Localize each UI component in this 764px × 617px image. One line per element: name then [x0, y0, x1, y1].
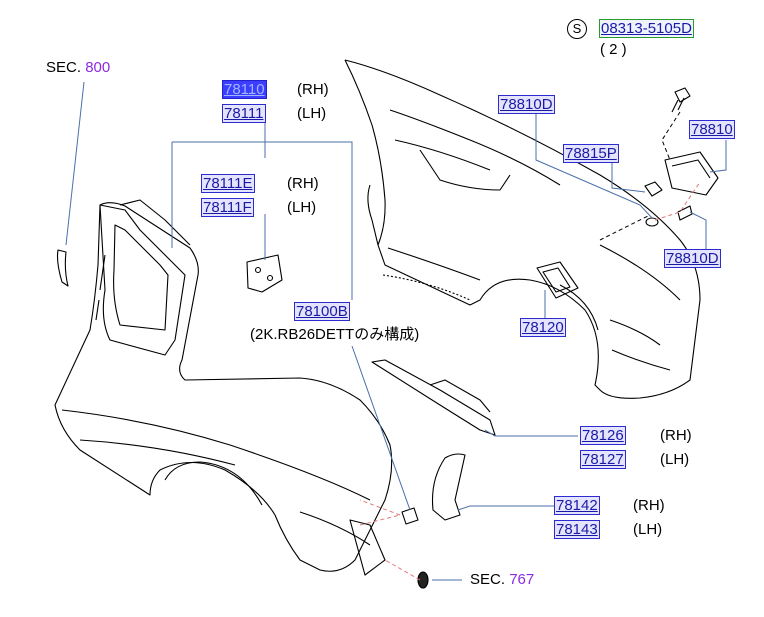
part-number[interactable]: 78100B	[294, 302, 350, 321]
part-link-78110[interactable]: 78110	[222, 80, 267, 99]
part-link-78815p[interactable]: 78815P	[563, 144, 619, 163]
note-78100b: (2K.RB26DETTのみ構成)	[250, 326, 420, 343]
part-link-78111f[interactable]: 78111F	[201, 198, 254, 217]
part-link-78810d-top[interactable]: 78810D	[498, 95, 555, 114]
side-rh: (RH)	[633, 497, 665, 514]
cap-sec-767	[417, 571, 429, 589]
part-number[interactable]: 08313-5105D	[599, 19, 694, 38]
part-number[interactable]: 78815P	[563, 144, 619, 163]
bolt-quantity: ( 2 )	[600, 41, 627, 58]
supplier-symbol: S	[567, 19, 587, 39]
part-number[interactable]: 78143	[554, 520, 600, 539]
sec-number[interactable]: 767	[509, 571, 535, 588]
side-lh: (LH)	[633, 521, 663, 538]
part-link-78111[interactable]: 78111	[222, 104, 266, 123]
quarter-panel-78100b	[54, 199, 393, 576]
bracket-78810	[664, 151, 719, 196]
sec-number[interactable]: 800	[85, 59, 111, 76]
side-lh: (LH)	[660, 451, 690, 468]
part-number-selected[interactable]: 78110	[222, 80, 267, 99]
sec-prefix: SEC.	[46, 59, 82, 76]
bracket-78111e	[246, 254, 283, 293]
side-lh: (LH)	[297, 105, 327, 122]
part-link-78810d-bottom[interactable]: 78810D	[664, 249, 721, 268]
side-rh: (RH)	[660, 427, 692, 444]
part-number[interactable]: 78111	[222, 104, 266, 123]
extension-78126	[371, 359, 496, 436]
fuel-lid-78120	[536, 261, 579, 299]
part-number[interactable]: 78810D	[664, 249, 721, 268]
part-number[interactable]: 78142	[554, 496, 600, 515]
clip-78815p	[644, 181, 663, 197]
part-number[interactable]: 78810	[689, 120, 735, 139]
bolt-08313	[671, 87, 691, 113]
rear-fender-panel	[344, 59, 701, 399]
sec-767-ref[interactable]: SEC. 767	[470, 572, 534, 588]
side-lh: (LH)	[287, 199, 317, 216]
sec-prefix: SEC.	[470, 571, 506, 588]
part-number[interactable]: 78127	[580, 450, 626, 469]
side-rh: (RH)	[287, 175, 319, 192]
leader-lines	[65, 81, 727, 581]
part-link-78142[interactable]: 78142	[554, 496, 600, 515]
grommet-78810d-b	[677, 205, 693, 221]
mud-guard-78142	[431, 453, 466, 521]
part-number[interactable]: 78810D	[498, 95, 555, 114]
part-link-78111e[interactable]: 78111E	[201, 174, 255, 193]
part-number[interactable]: 78126	[580, 426, 626, 445]
part-link-78100b[interactable]: 78100B	[294, 302, 350, 321]
sec-800-ref[interactable]: SEC. 800	[46, 60, 110, 76]
side-rh: (RH)	[297, 81, 329, 98]
part-link-78126[interactable]: 78126	[580, 426, 626, 445]
sec-800-body-piece	[56, 249, 69, 287]
part-number[interactable]: 78120	[520, 318, 566, 337]
grommet-78100b	[401, 507, 419, 525]
part-link-78127[interactable]: 78127	[580, 450, 626, 469]
part-number[interactable]: 78111E	[201, 174, 255, 193]
part-link-78120[interactable]: 78120	[520, 318, 566, 337]
dashed-guides	[359, 181, 701, 581]
part-link-78143[interactable]: 78143	[554, 520, 600, 539]
part-link-78810[interactable]: 78810	[689, 120, 735, 139]
part-number[interactable]: 78111F	[201, 198, 254, 217]
part-link-08313-5105d[interactable]: 08313-5105D	[599, 19, 694, 38]
